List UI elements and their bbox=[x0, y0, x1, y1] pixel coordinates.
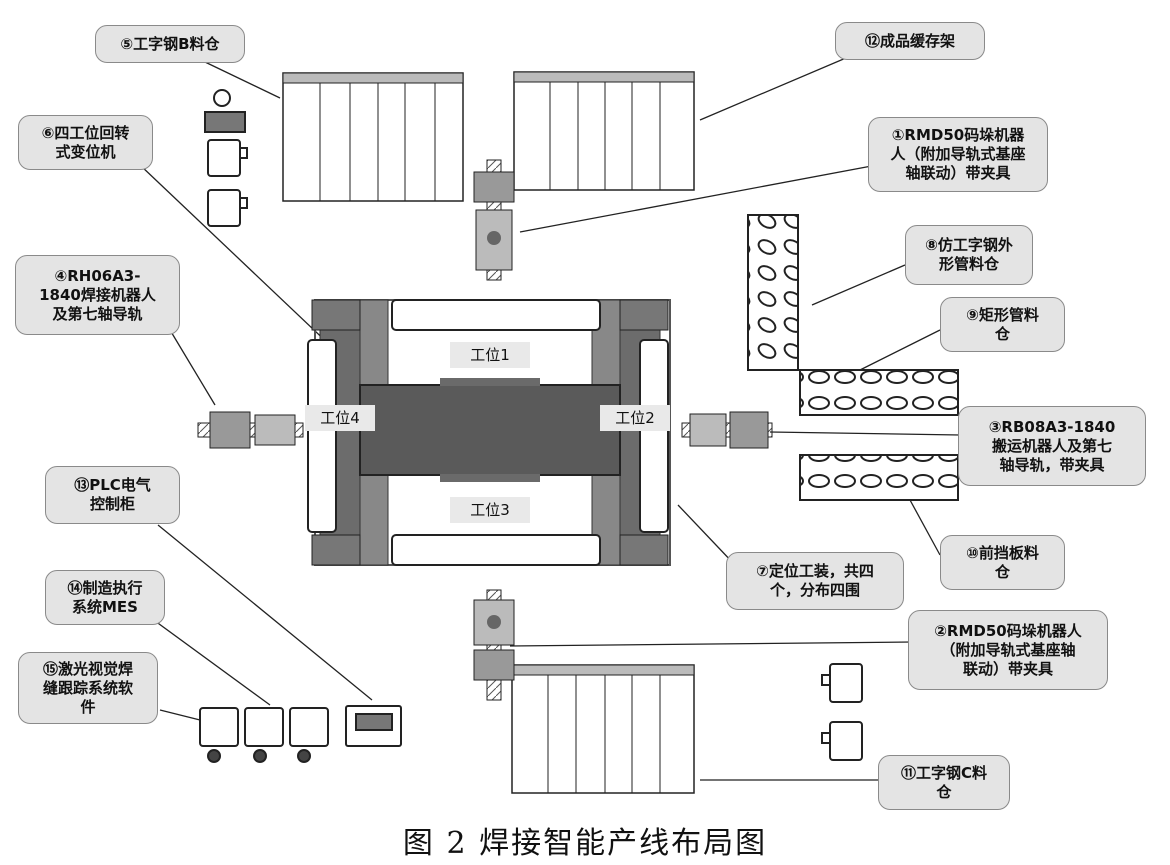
welding-robot bbox=[197, 411, 304, 449]
callout-i-beam-bin-c: ⑪工字钢C料 仓 bbox=[878, 755, 1010, 810]
callout-laser-vision: ⑮激光视觉焊 缝跟踪系统软 件 bbox=[18, 652, 158, 724]
i-beam-bin-c bbox=[511, 664, 695, 794]
callout-rect-tube-bin-9: ⑨矩形管料 仓 bbox=[940, 297, 1065, 352]
palletizing-robot-2 bbox=[473, 589, 515, 701]
callout-robot-1: ①RMD50码垛机器 人（附加导轨式基座 轴联动）带夹具 bbox=[868, 117, 1048, 192]
callout-finished-rack: ⑫成品缓存架 bbox=[835, 22, 985, 60]
station-2-label: 工位2 bbox=[600, 405, 670, 431]
control-carts bbox=[199, 705, 402, 763]
small-boxes-left bbox=[204, 89, 248, 227]
small-boxes-right bbox=[821, 663, 863, 761]
i-beam-bin-b bbox=[282, 72, 464, 202]
callout-handling-robot: ③RB08A3-1840 搬运机器人及第七 轴导轨，带夹具 bbox=[958, 406, 1146, 486]
figure-caption: 图 2 焊接智能产线布局图 bbox=[402, 826, 768, 861]
leader-lines bbox=[139, 51, 961, 781]
callout-pipe-bin-8: ⑧仿工字钢外 形管料仓 bbox=[905, 225, 1033, 285]
callout-welding-robot: ④RH06A3- 1840焊接机器人 及第七轴导轨 bbox=[15, 255, 180, 335]
rotary-positioner bbox=[307, 299, 671, 566]
callout-mes: ⑭制造执行 系统MES bbox=[45, 570, 165, 625]
handling-robot bbox=[681, 411, 773, 449]
station-4-label: 工位4 bbox=[305, 405, 375, 431]
front-baffle-bin-10 bbox=[799, 454, 959, 501]
callout-rotary-positioner: ⑥四工位回转 式变位机 bbox=[18, 115, 153, 170]
callout-positioning-fixtures: ⑦定位工装，共四 个，分布四围 bbox=[726, 552, 904, 610]
callout-robot-2: ②RMD50码垛机器人 （附加导轨式基座轴 联动）带夹具 bbox=[908, 610, 1108, 690]
palletizing-robot-1 bbox=[473, 159, 515, 281]
rect-tube-bin-9 bbox=[799, 369, 959, 416]
callout-front-baffle-bin-10: ⑩前挡板料 仓 bbox=[940, 535, 1065, 590]
callout-plc-cabinet: ⑬PLC电气 控制柜 bbox=[45, 466, 180, 524]
station-1-label: 工位1 bbox=[450, 342, 530, 368]
station-3-label: 工位3 bbox=[450, 497, 530, 523]
finished-goods-rack bbox=[513, 71, 695, 191]
callout-i-beam-bin-b: ⑤工字钢B料仓 bbox=[95, 25, 245, 63]
pipe-bin-8 bbox=[747, 214, 799, 371]
